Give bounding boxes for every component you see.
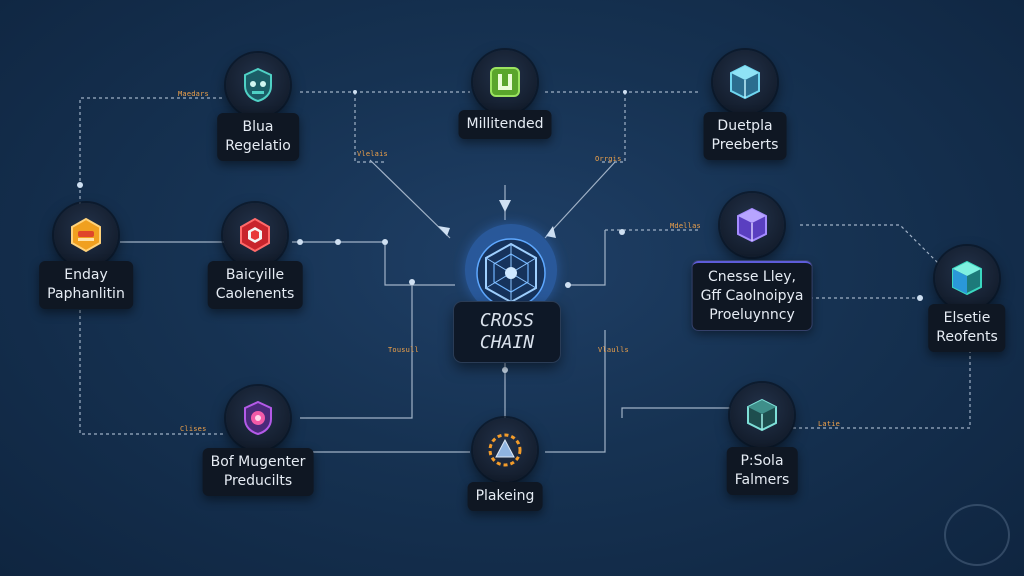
edge-tag: Vlaulls (598, 346, 629, 354)
node-label: P:Sola Falmers (726, 447, 798, 495)
glass-cube-icon (730, 383, 794, 447)
node-label: Bof Mugenter Preducilts (202, 448, 314, 496)
orange-triangle-icon (473, 418, 537, 482)
edge-tag: Mdellas (670, 222, 701, 230)
label-line-2: Gff Caolnoipya (700, 288, 804, 304)
label-line-1: Baicyille (225, 267, 285, 283)
edge-tag: Clises (180, 425, 207, 433)
node-label: Enday Paphanlitin (39, 261, 133, 309)
node-label: Millitended (458, 110, 552, 139)
shield-robot-icon (226, 53, 290, 117)
green-chip-icon (473, 50, 537, 114)
label-line-1: Millitended (466, 116, 544, 132)
label-line-1: P:Sola (740, 453, 784, 469)
label-line-1: Plakeing (475, 488, 535, 504)
label-line-2: Falmers (734, 472, 790, 488)
cross-chain-label[interactable]: CROSS CHAIN (454, 302, 560, 362)
center-title-line-1: CROSS (479, 310, 535, 331)
label-line-1: Duetpla (717, 118, 773, 134)
node-label: Baicyille Caolenents (207, 261, 303, 309)
center-title-line-2: CHAIN (479, 332, 535, 353)
label-line-2: Caolenents (215, 286, 295, 302)
label-line-2: Regelatio (225, 138, 291, 154)
label-line-1: Bof Mugenter (210, 454, 306, 470)
label-line-2: Reofents (936, 329, 998, 345)
node-label: Cnesse Lley, Gff Caolnoipya Proeluynncy (692, 261, 812, 330)
label-line-3: Proeluynncy (709, 307, 795, 323)
red-hexagon-icon (223, 203, 287, 267)
purple-badge-icon (226, 386, 290, 450)
cyan-cube-icon (713, 50, 777, 114)
edge-tag: Tousull (388, 346, 419, 354)
edge-tag: Vlelais (357, 150, 388, 158)
node-label: Duetpla Preeberts (703, 112, 787, 160)
edge-tag: Latie (818, 420, 841, 428)
node-label: Elsetie Reofents (928, 304, 1006, 352)
label-line-1: Elsetie (943, 310, 991, 326)
label-line-2: Preeberts (711, 137, 779, 153)
edge-tag: Maedars (178, 90, 209, 98)
label-line-1: Cnesse Lley, (708, 269, 796, 285)
node-label: Plakeing (467, 482, 543, 511)
teal-cube-icon (935, 246, 999, 310)
label-line-2: Preducilts (223, 473, 293, 489)
orange-hexagon-icon (54, 203, 118, 267)
watermark-logo (944, 504, 1010, 566)
node-label: Blua Regelatio (217, 113, 299, 161)
edge-tag: Orrgis (595, 155, 622, 163)
purple-cube-icon (720, 193, 784, 257)
label-line-1: Enday (64, 267, 108, 283)
label-line-1: Blua (242, 119, 274, 135)
label-line-2: Paphanlitin (47, 286, 125, 302)
